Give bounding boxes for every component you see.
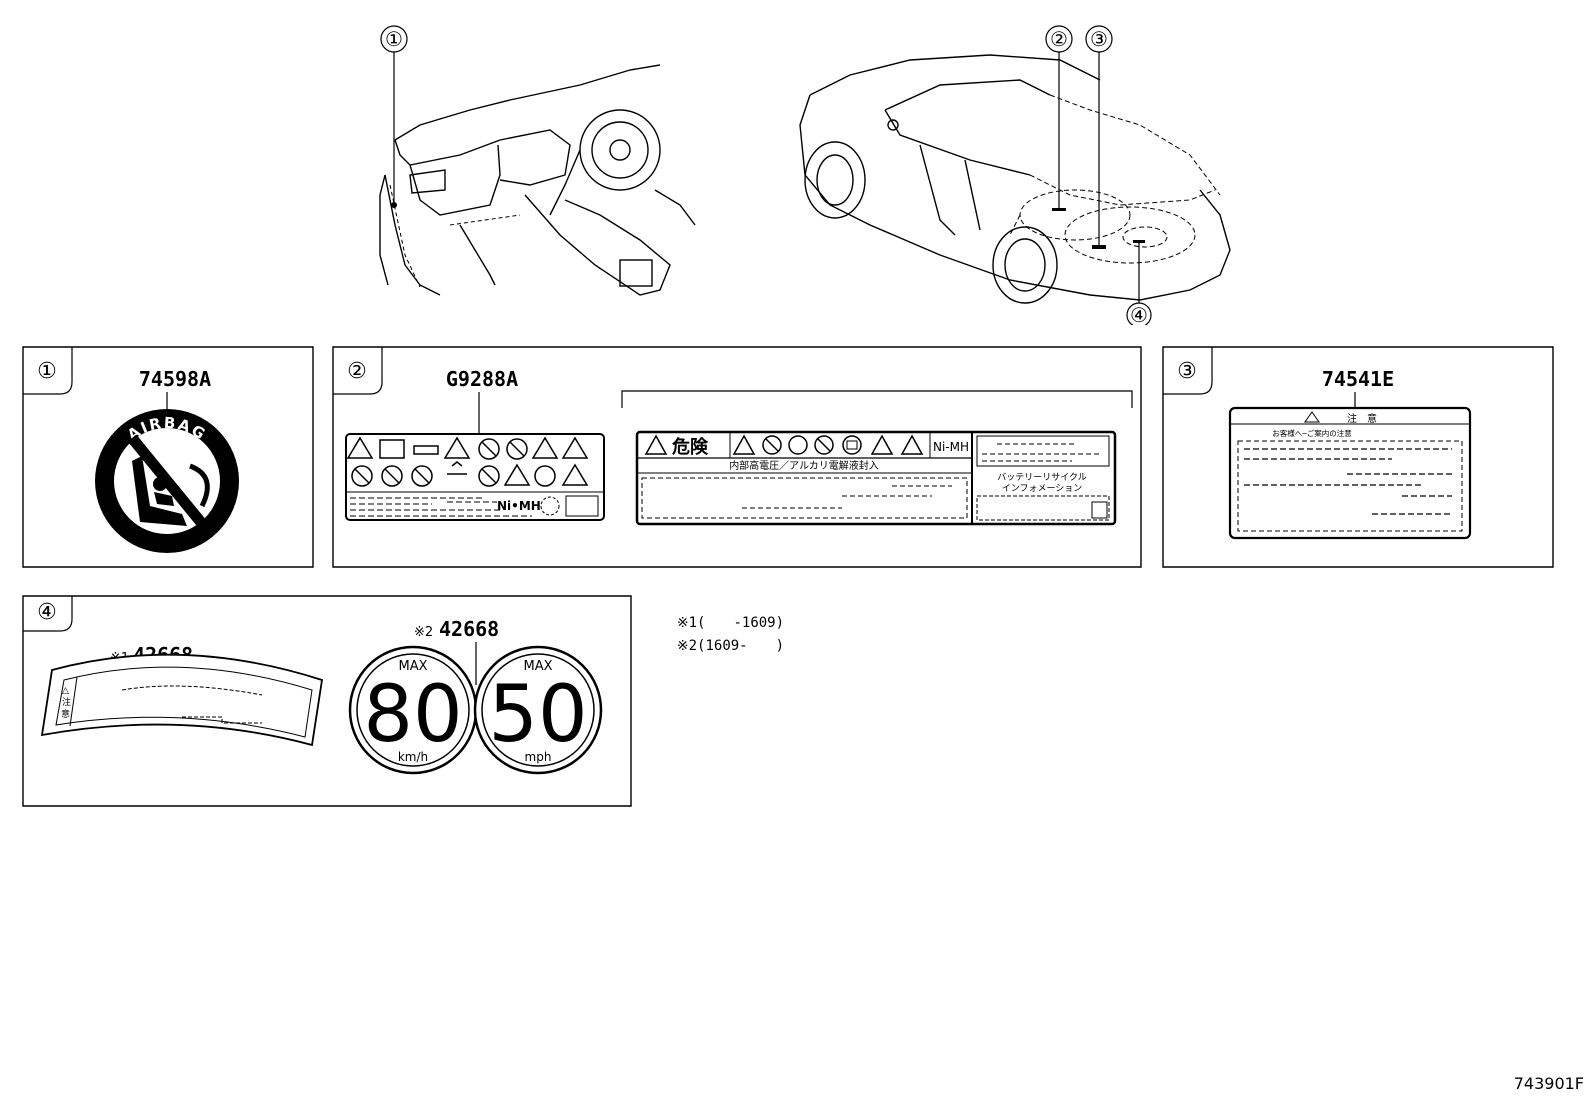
callout-1-top: ①: [385, 27, 403, 51]
note-2: ※2(1609- ): [660, 619, 784, 655]
callout-3-top: ③: [1090, 27, 1108, 51]
airbag-warning-label: AIRBAG: [95, 409, 239, 553]
panel-1-airbag: ① 74598A AIRBAG: [22, 346, 314, 568]
kmh-value: 80: [363, 670, 462, 760]
airbag-part-number: 74598A: [139, 367, 211, 391]
callout-2-top: ②: [1050, 27, 1068, 51]
battery-small-nimh: Ni•MH: [497, 499, 541, 513]
panel-2-callout: ②: [347, 359, 367, 384]
callout-4-top: ④: [1130, 303, 1148, 325]
panel-1-callout: ①: [37, 359, 57, 384]
panel-4-speed: ④ ※1 42668 △ 注 意 ※2 42668 MAX 80 km/h MA…: [22, 595, 632, 807]
strip-char-1: △: [62, 686, 69, 696]
kmh-unit: km/h: [398, 750, 428, 764]
panel-4-callout: ④: [37, 600, 57, 625]
caution-title: 注 意: [1347, 412, 1377, 425]
mph-circle: [473, 645, 603, 775]
mph-unit: mph: [525, 750, 552, 764]
large-label-nimh: Ni-MH: [933, 440, 969, 454]
circles-part-number: 42668: [439, 617, 499, 641]
battery-part-number: G9288A: [446, 367, 518, 391]
caution-label: 注 意 お客様へ─ご案内の注意: [1228, 406, 1472, 540]
diagram-id: 743901F: [1513, 1074, 1584, 1093]
caution-part-number: 74541E: [1322, 367, 1394, 391]
large-label-warning-line: 内部高電圧／アルカリ電解液封入: [729, 459, 879, 472]
mph-value: 50: [488, 670, 587, 760]
note-1: ※1( -1609): [660, 596, 784, 632]
strip-char-3: 意: [61, 708, 70, 720]
panel-3-callout: ③: [1177, 359, 1197, 384]
caution-subtitle: お客様へ─ご案内の注意: [1272, 428, 1352, 438]
prohibition-slash: [127, 434, 209, 530]
panel-2-battery: ② G9288A: [332, 346, 1142, 568]
recycle-info-line1: バッテリーリサイクル: [997, 472, 1087, 483]
panel-3-caution: ③ 74541E 注 意 お客様へ─ご案内の注意: [1162, 346, 1554, 568]
interior-dashboard-drawing: ①: [379, 25, 696, 296]
circles-note-mark: ※2: [414, 625, 433, 640]
note-2-mark: ※2: [676, 638, 698, 654]
kmh-max-label: MAX: [398, 659, 427, 674]
strip-char-2: 注: [62, 696, 71, 708]
note-1-text: ( -1609): [697, 615, 785, 631]
speed-caution-strip: △ 注 意: [40, 653, 324, 747]
car-exterior-drawing: ② ③ ④: [799, 25, 1231, 325]
note-1-mark: ※1: [676, 615, 698, 631]
mph-max-label: MAX: [523, 659, 552, 674]
note-2-text: (1609- ): [697, 638, 785, 654]
battery-small-label: Ni•MH: [345, 433, 605, 521]
recycle-icon: [540, 496, 560, 516]
danger-text: 危険: [671, 436, 709, 458]
battery-large-label: 危険 Ni-MH 内部高電圧／アルカリ電解液封入 バッテリーリサイクル インフォ…: [635, 430, 1117, 526]
recycle-info-line2: インフォメーション: [1002, 484, 1083, 494]
speed-limit-label: MAX 80 km/h MAX 50 mph: [348, 645, 603, 775]
